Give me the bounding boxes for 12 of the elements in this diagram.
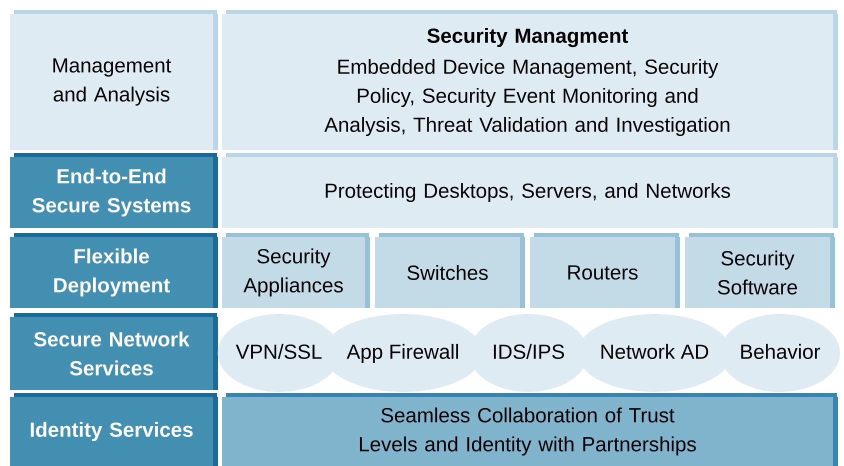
product-box: Security Software [685,233,835,308]
content-box: Protecting Desktops, Servers, and Networks [222,153,838,228]
content-box: Security Managment Embedded Device Management, Security Policy, Security Event Monitoring and Analysis, Threat Validation and Investigation [222,10,838,150]
layer-label-box: Secure Network Services [10,312,218,390]
layer-label-box: End-to-End Secure Systems [10,153,218,228]
layer-label-box: Management and Analysis [10,10,218,150]
layer-label-box: Identity Services [10,392,218,466]
layer-label-box: Flexible Deployment [10,233,218,308]
product-box: Security Appliances [222,233,370,308]
content-box: Seamless Collaboration of Trust Levels and Identity with Partnerships [222,392,838,466]
product-box: Routers [530,233,680,308]
product-box: Switches [375,233,525,308]
